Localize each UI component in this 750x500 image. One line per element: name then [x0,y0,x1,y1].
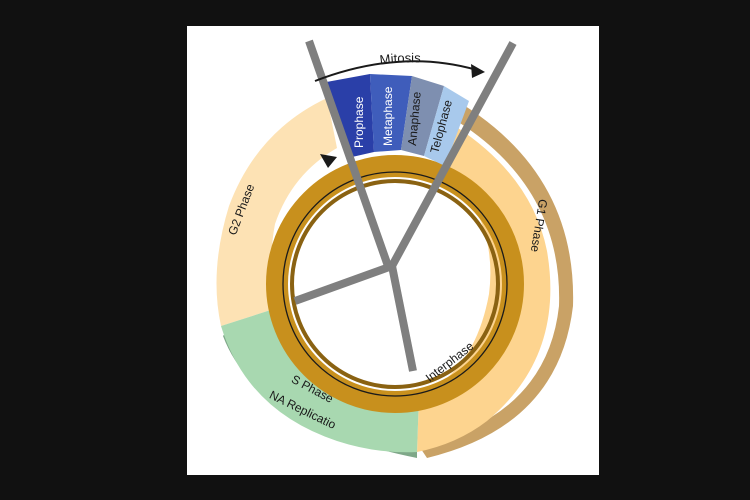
diagram-panel: Mitosis Prophase Metaphase Anaphase Telo… [187,26,599,475]
telophase-wedge [424,86,469,166]
g1-shadow [419,104,574,458]
inner-ring-shadow [290,179,500,389]
metaphase-wedge [370,74,412,152]
g2-phase-segment [216,98,337,326]
anaphase-label: Anaphase [405,91,424,146]
interphase-arrow-track [282,171,508,397]
anaphase-wedge [401,76,444,156]
inner-ring [266,155,524,413]
metaphase-label: Metaphase [381,86,395,146]
mitosis-label: Mitosis [379,50,421,67]
prophase-label: Prophase [352,96,366,148]
mitosis-arrow [314,60,478,82]
mitosis-arrow-head [471,64,485,78]
interphase-arrow-head [320,154,337,168]
cell-cycle-diagram: Mitosis Prophase Metaphase Anaphase Telo… [187,26,574,458]
prophase-wedge [321,74,374,157]
g1-phase-segment [417,126,551,452]
